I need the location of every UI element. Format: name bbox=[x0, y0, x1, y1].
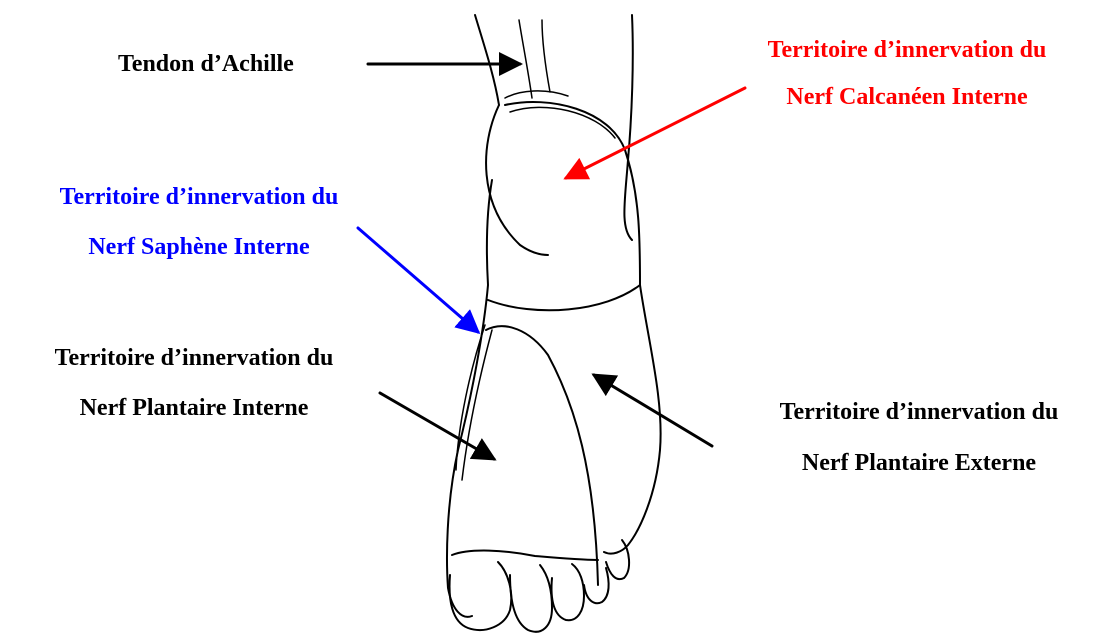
arrow-calcaneen bbox=[566, 88, 745, 178]
label-calcaneen-line1: Territoire d’innervation du bbox=[732, 36, 1082, 64]
label-plantaire-interne-line1: Territoire d’innervation du bbox=[5, 344, 383, 372]
arrow-plantaire-interne bbox=[380, 393, 494, 459]
label-tendon-achille-text: Tendon d’Achille bbox=[118, 51, 294, 77]
label-plantaire-externe-line2: Nerf Plantaire Externe bbox=[730, 449, 1108, 477]
label-saphene-line2: Nerf Saphène Interne bbox=[10, 233, 388, 261]
label-calcaneen-interne: Territoire d’innervation du Nerf Calcané… bbox=[732, 36, 1082, 111]
label-saphene-interne: Territoire d’innervation du Nerf Saphène… bbox=[10, 183, 388, 261]
heel-outline bbox=[486, 102, 640, 285]
toes-outline bbox=[450, 540, 630, 632]
label-tendon-achille: Tendon d’Achille bbox=[118, 50, 294, 78]
label-plantaire-externe: Territoire d’innervation du Nerf Plantai… bbox=[730, 398, 1108, 477]
label-saphene-line1: Territoire d’innervation du bbox=[10, 183, 388, 211]
label-plantaire-interne: Territoire d’innervation du Nerf Plantai… bbox=[5, 344, 383, 422]
label-calcaneen-line2: Nerf Calcanéen Interne bbox=[732, 83, 1082, 111]
arrow-plantaire-externe bbox=[594, 375, 712, 446]
label-plantaire-interne-line2: Nerf Plantaire Interne bbox=[5, 394, 383, 422]
label-plantaire-externe-line1: Territoire d’innervation du bbox=[730, 398, 1108, 426]
